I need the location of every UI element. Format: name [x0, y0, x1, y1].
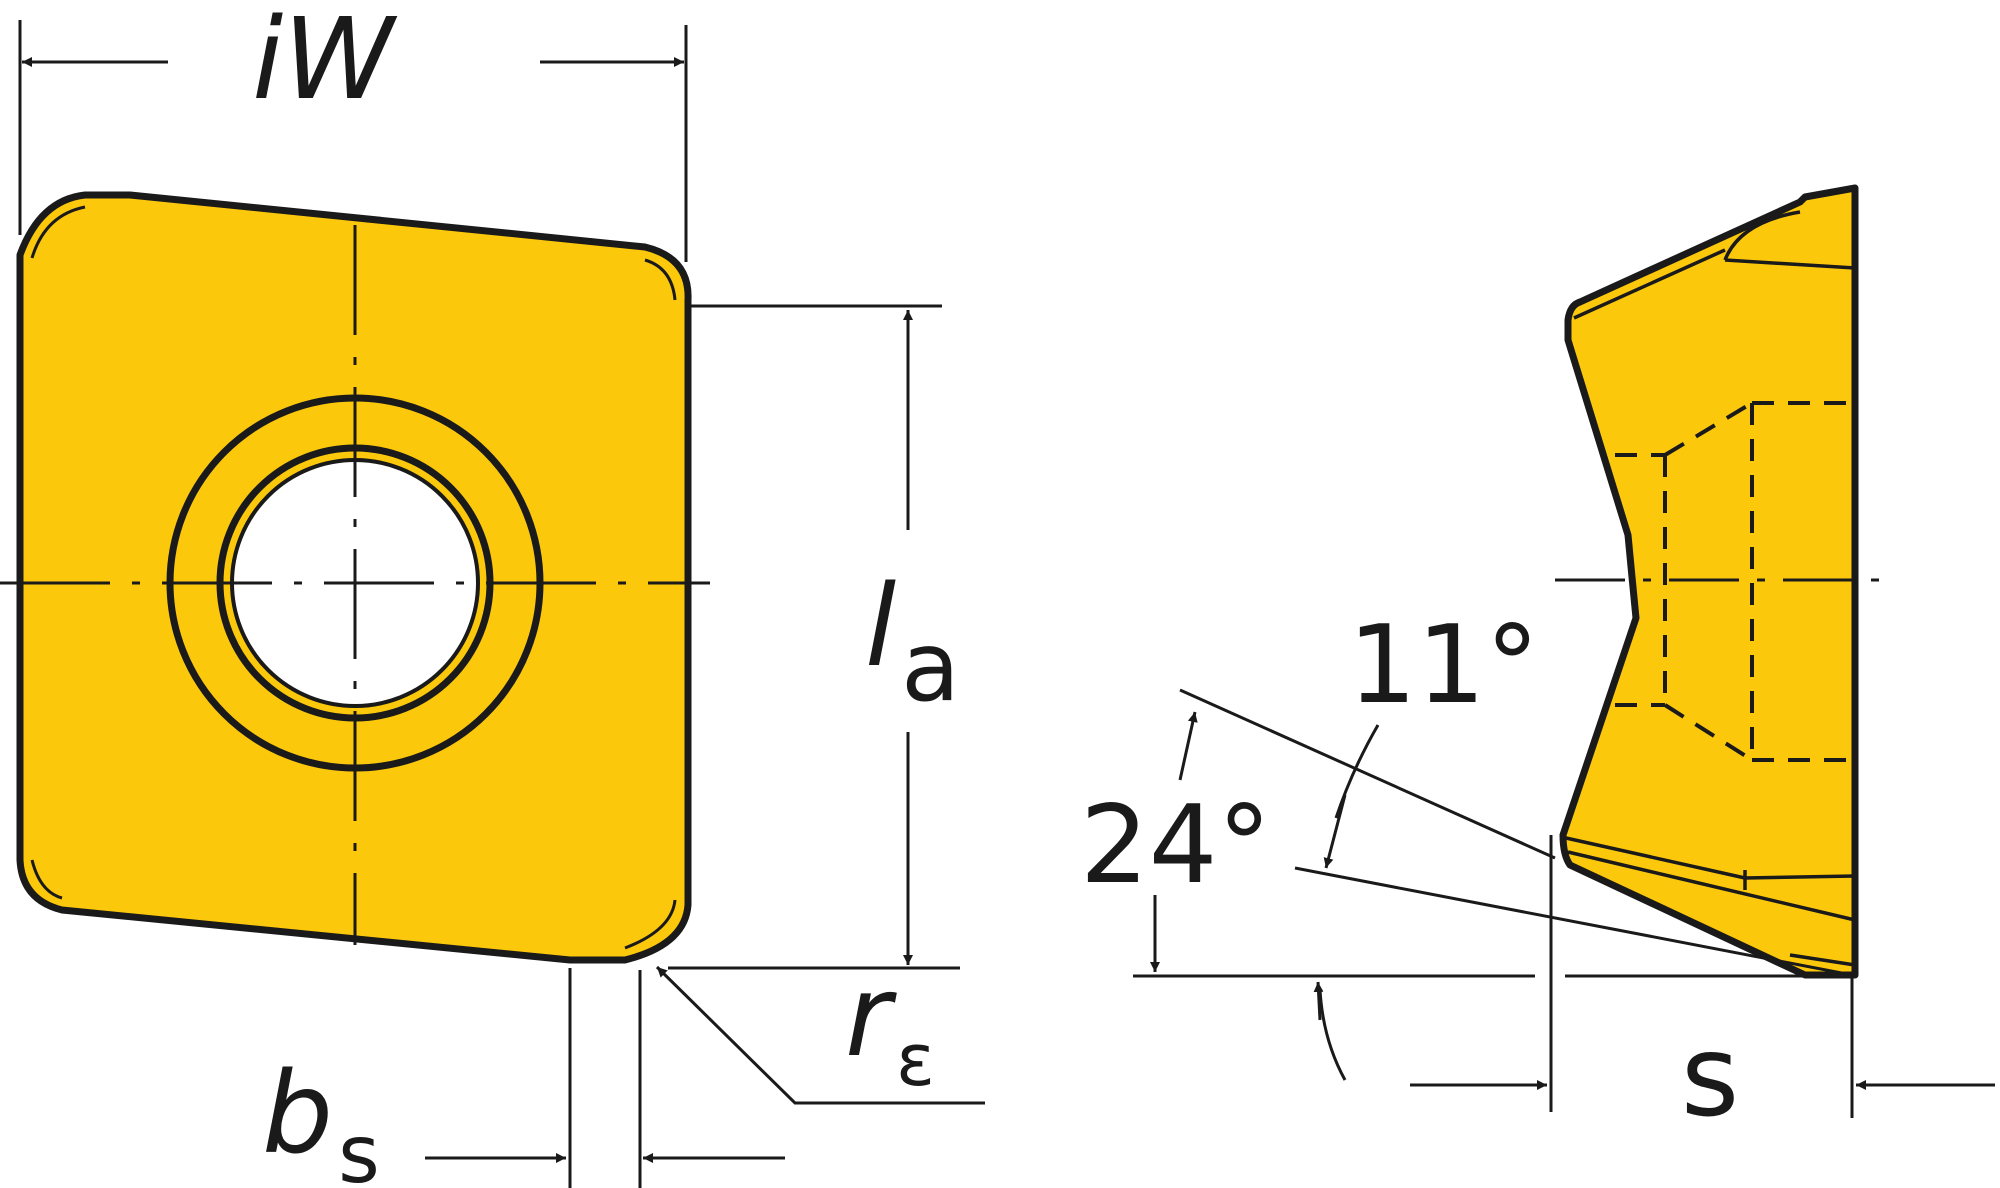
angle-11-arc: [1334, 724, 1380, 819]
bs-label: bs: [262, 1049, 380, 1188]
insert-edge-highlight: [30, 205, 677, 950]
bottom-chip-line: [1789, 953, 1856, 967]
la-sub: a: [901, 611, 960, 723]
re-sub: ε: [896, 1018, 935, 1102]
la-dimension: [668, 304, 960, 970]
bs-main: b: [262, 1049, 333, 1179]
top-land-line: [1724, 258, 1856, 270]
s-label: s: [1681, 1012, 1739, 1142]
bottom-land-line: [1744, 874, 1856, 880]
la-label: la: [865, 562, 960, 723]
center-lines-left: [0, 225, 710, 945]
iw-dimension: [18, 20, 688, 262]
angle-lines: [1133, 688, 1853, 1081]
re-main: r: [845, 952, 897, 1082]
iw-label: iW: [252, 0, 398, 125]
bottom-facet-line-2: [1567, 850, 1856, 922]
bs-dimension: [425, 968, 785, 1188]
hidden-hole-outline: [1615, 401, 1855, 762]
re-leader: [655, 965, 985, 1105]
angle-24-label: 24°: [1080, 783, 1271, 908]
la-main: l: [865, 562, 896, 692]
top-chip-curve: [1723, 210, 1801, 261]
re-label: rε: [845, 952, 935, 1102]
top-facet-line-1: [1573, 248, 1726, 320]
s-dimension: [1410, 835, 1995, 1118]
angle-24-arc: [1318, 989, 1347, 1081]
bottom-facet-line-1: [1565, 836, 1746, 880]
angle-11-label: 11°: [1348, 603, 1539, 728]
bs-sub: s: [338, 1108, 380, 1188]
